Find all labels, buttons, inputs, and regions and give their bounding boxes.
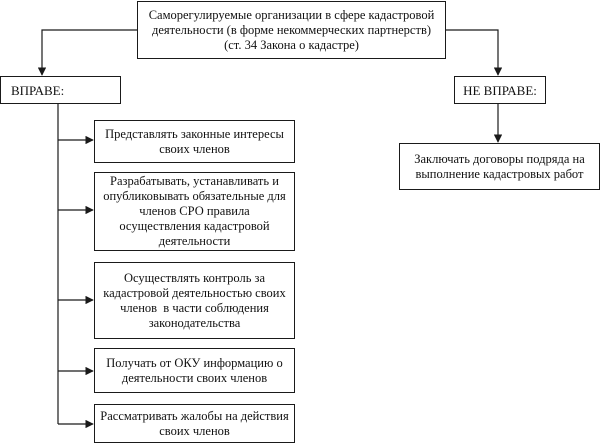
allowed-item-line: членов СРО правила [139,204,250,218]
allowed-item-line: деятельности своих членов [121,370,268,385]
allowed-item-line: своих членов [159,141,230,156]
root-to-allowed-arrow [37,29,137,76]
allowed-item-box: Разрабатывать, устанавливать и опубликов… [94,172,295,251]
allowed-item-line: законодательства [148,315,241,330]
root-node-line: Саморегулируемые организации в сфере кад… [148,7,435,22]
allowed-item-line: своих членов [159,423,230,438]
root-node-line: деятельности (в форме некоммерческих пар… [151,22,432,37]
allowed-item-line: деятельности [158,234,231,248]
allowed-item-box: Получать от ОКУ информацию о деятельност… [94,348,295,393]
allowed-item-line: Рассматривать жалобы на действия [100,408,289,423]
allowed-item-box: Осуществлять контроль за кадастровой дея… [94,262,295,339]
allowed-item-box: Рассматривать жалобы на действия своих ч… [94,404,295,443]
allowed-item-line: опубликовывать обязательные для [103,189,286,203]
allowed-item-line: осуществления кадастровой [119,219,270,233]
allowed-item-line: членов в части соблюдения [120,300,269,315]
allowed-item-line: кадастровой деятельностью своих [103,285,286,300]
allowed-item-line: Получать от ОКУ информацию о [106,355,283,370]
denied-header-label: НЕ ВПРАВЕ: [463,82,537,98]
denied-item-line: Заключать договоры подряда на [414,151,585,166]
denied-item-box: Заключать договоры подряда на выполнение… [399,143,600,190]
allowed-item-line: Представлять законные интересы [105,126,284,141]
root-node-box: Саморегулируемые организации в сфере кад… [137,1,446,59]
allowed-item-box: Представлять законные интересы своих чле… [94,120,295,163]
root-to-denied-arrow [446,29,503,76]
allowed-item-line: Осуществлять контроль за [123,270,266,285]
denied-item-line: выполнение кадастровых работ [415,166,584,181]
allowed-header-box: ВПРАВЕ: [0,76,121,104]
allowed-item-line: Разрабатывать, устанавливать и [110,174,279,188]
root-node-line: (ст. 34 Закона о кадастре) [224,37,359,52]
denied-header-box: НЕ ВПРАВЕ: [454,76,546,104]
allowed-header-label: ВПРАВЕ: [11,82,65,98]
